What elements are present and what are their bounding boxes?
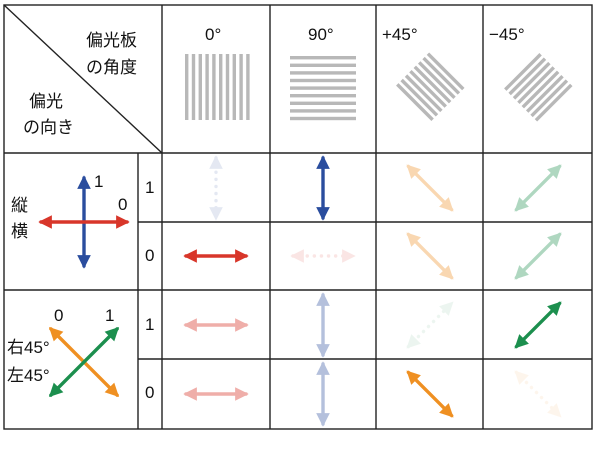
row-value-4: 0 — [145, 383, 155, 402]
corner-polarization-line1: 偏光 — [29, 92, 63, 111]
cell-arrow-r4-c3 — [406, 370, 454, 418]
legend-left45-arrow — [48, 326, 120, 398]
corner-filter-angle-line1: 偏光板 — [86, 31, 137, 50]
corner-polarization-line2: の向き — [23, 118, 74, 137]
cell-arrow-r3-c4 — [514, 301, 562, 349]
row-value-3: 1 — [145, 315, 155, 334]
polarizer-filter-diag-up — [396, 52, 465, 121]
column-header-minus45: −45° — [489, 25, 525, 44]
cell-arrow-r2-c3 — [406, 232, 454, 280]
polarizer-filter-horizontal — [290, 56, 356, 121]
group-label-horizontal: 横 — [11, 222, 28, 241]
column-header-plus45: +45° — [382, 25, 418, 44]
axis-label-0: 0 — [118, 195, 128, 214]
column-header-90: 90° — [308, 25, 334, 44]
group-label-right45: 右45° — [7, 338, 50, 357]
cell-arrow-r2-c4 — [514, 232, 562, 280]
axis-label-1: 1 — [94, 172, 104, 191]
group-label-vertical: 縦 — [11, 196, 28, 215]
row-value-1: 1 — [145, 178, 155, 197]
group-label-left45: 左45° — [7, 366, 50, 385]
diag-label-1: 1 — [105, 306, 115, 325]
row-value-2: 0 — [145, 246, 155, 265]
cell-arrow-r3-c3 — [406, 301, 454, 349]
cell-arrow-r1-c4 — [514, 164, 562, 212]
cell-arrow-r1-c3 — [406, 164, 454, 212]
diag-label-0: 0 — [54, 306, 64, 325]
grid-lines — [3, 4, 593, 430]
corner-filter-angle-line2: の角度 — [86, 58, 137, 77]
polarizer-filter-vertical — [185, 54, 250, 120]
cell-arrow-r4-c4 — [514, 370, 562, 418]
polarizer-filter-diag-down — [504, 53, 573, 122]
column-header-0: 0° — [205, 25, 222, 44]
